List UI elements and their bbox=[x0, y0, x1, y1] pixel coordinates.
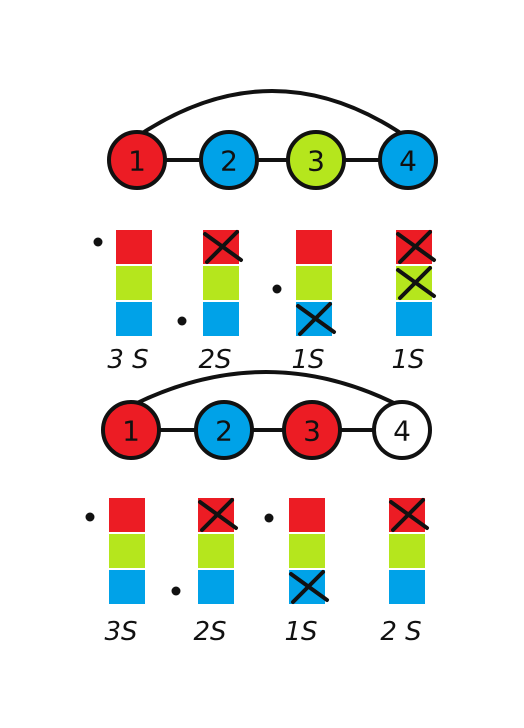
count-label: 3 S bbox=[107, 345, 148, 375]
color-cell-blue bbox=[203, 302, 239, 336]
color-cell-blue bbox=[109, 570, 145, 604]
dot-marker bbox=[264, 513, 274, 523]
graph-2: 1 2 3 4 3S 2S 1S 2 S bbox=[85, 370, 432, 647]
node-circle bbox=[194, 400, 254, 460]
color-column-3: 1S bbox=[264, 498, 329, 647]
color-cell-blue bbox=[116, 302, 152, 336]
node-circle bbox=[199, 130, 259, 190]
dot-marker bbox=[177, 316, 187, 326]
color-column-2: 2S bbox=[177, 230, 243, 375]
color-cell-blue bbox=[396, 302, 432, 336]
graph-1: 1 2 3 4 3 S 2S 1S 1S bbox=[93, 89, 438, 375]
node-label: 2 bbox=[215, 415, 233, 448]
color-cell-green bbox=[116, 266, 152, 300]
count-label: 2S bbox=[198, 345, 231, 375]
node-2: 2 bbox=[199, 130, 259, 190]
node-label: 1 bbox=[122, 415, 140, 448]
cross-mark bbox=[203, 230, 243, 264]
edge-arc bbox=[139, 89, 404, 136]
cross-mark bbox=[396, 230, 436, 264]
dot-marker bbox=[85, 512, 95, 522]
count-label: 1S bbox=[391, 345, 424, 375]
color-cell-green bbox=[296, 266, 332, 300]
node-label: 4 bbox=[393, 415, 411, 448]
node-4: 4 bbox=[378, 130, 438, 190]
node-label: 3 bbox=[307, 145, 325, 178]
color-column-1: 3 S bbox=[93, 230, 152, 375]
node-circle bbox=[286, 130, 346, 190]
color-cell-green bbox=[389, 534, 425, 568]
node-circle bbox=[372, 400, 432, 460]
node-label: 2 bbox=[220, 145, 238, 178]
count-label: 2S bbox=[193, 617, 226, 647]
color-cell-green bbox=[203, 266, 239, 300]
count-label: 1S bbox=[284, 617, 317, 647]
count-label: 2 S bbox=[380, 617, 421, 647]
node-3: 3 bbox=[282, 400, 342, 460]
count-label: 3S bbox=[104, 617, 137, 647]
color-column-4: 2 S bbox=[380, 498, 429, 647]
cross-mark bbox=[389, 498, 429, 532]
node-circle bbox=[378, 130, 438, 190]
cross-mark bbox=[296, 302, 336, 336]
cross-mark bbox=[289, 570, 329, 604]
node-1: 1 bbox=[101, 400, 161, 460]
color-column-1: 3S bbox=[85, 498, 145, 647]
color-column-2: 2S bbox=[171, 498, 238, 647]
node-2: 2 bbox=[194, 400, 254, 460]
dot-marker bbox=[272, 284, 282, 294]
node-label: 1 bbox=[128, 145, 146, 178]
dot-marker bbox=[93, 237, 103, 247]
color-cell-red bbox=[109, 498, 145, 532]
color-cell-green bbox=[198, 534, 234, 568]
color-column-4: 1S bbox=[391, 230, 436, 375]
node-circle bbox=[282, 400, 342, 460]
node-circle bbox=[107, 130, 167, 190]
node-label: 3 bbox=[303, 415, 321, 448]
count-label: 1S bbox=[291, 345, 324, 375]
color-cell-green bbox=[289, 534, 325, 568]
color-cell-blue bbox=[198, 570, 234, 604]
color-cell-red bbox=[289, 498, 325, 532]
node-1: 1 bbox=[107, 130, 167, 190]
color-column-3: 1S bbox=[272, 230, 336, 375]
color-cell-blue bbox=[389, 570, 425, 604]
cross-mark bbox=[396, 266, 436, 300]
node-3: 3 bbox=[286, 130, 346, 190]
color-cell-red bbox=[296, 230, 332, 264]
node-label: 4 bbox=[399, 145, 417, 178]
node-circle bbox=[101, 400, 161, 460]
edge-arc bbox=[134, 370, 397, 406]
color-cell-red bbox=[116, 230, 152, 264]
node-4: 4 bbox=[372, 400, 432, 460]
dot-marker bbox=[171, 586, 181, 596]
cross-mark bbox=[198, 498, 238, 532]
color-cell-green bbox=[109, 534, 145, 568]
